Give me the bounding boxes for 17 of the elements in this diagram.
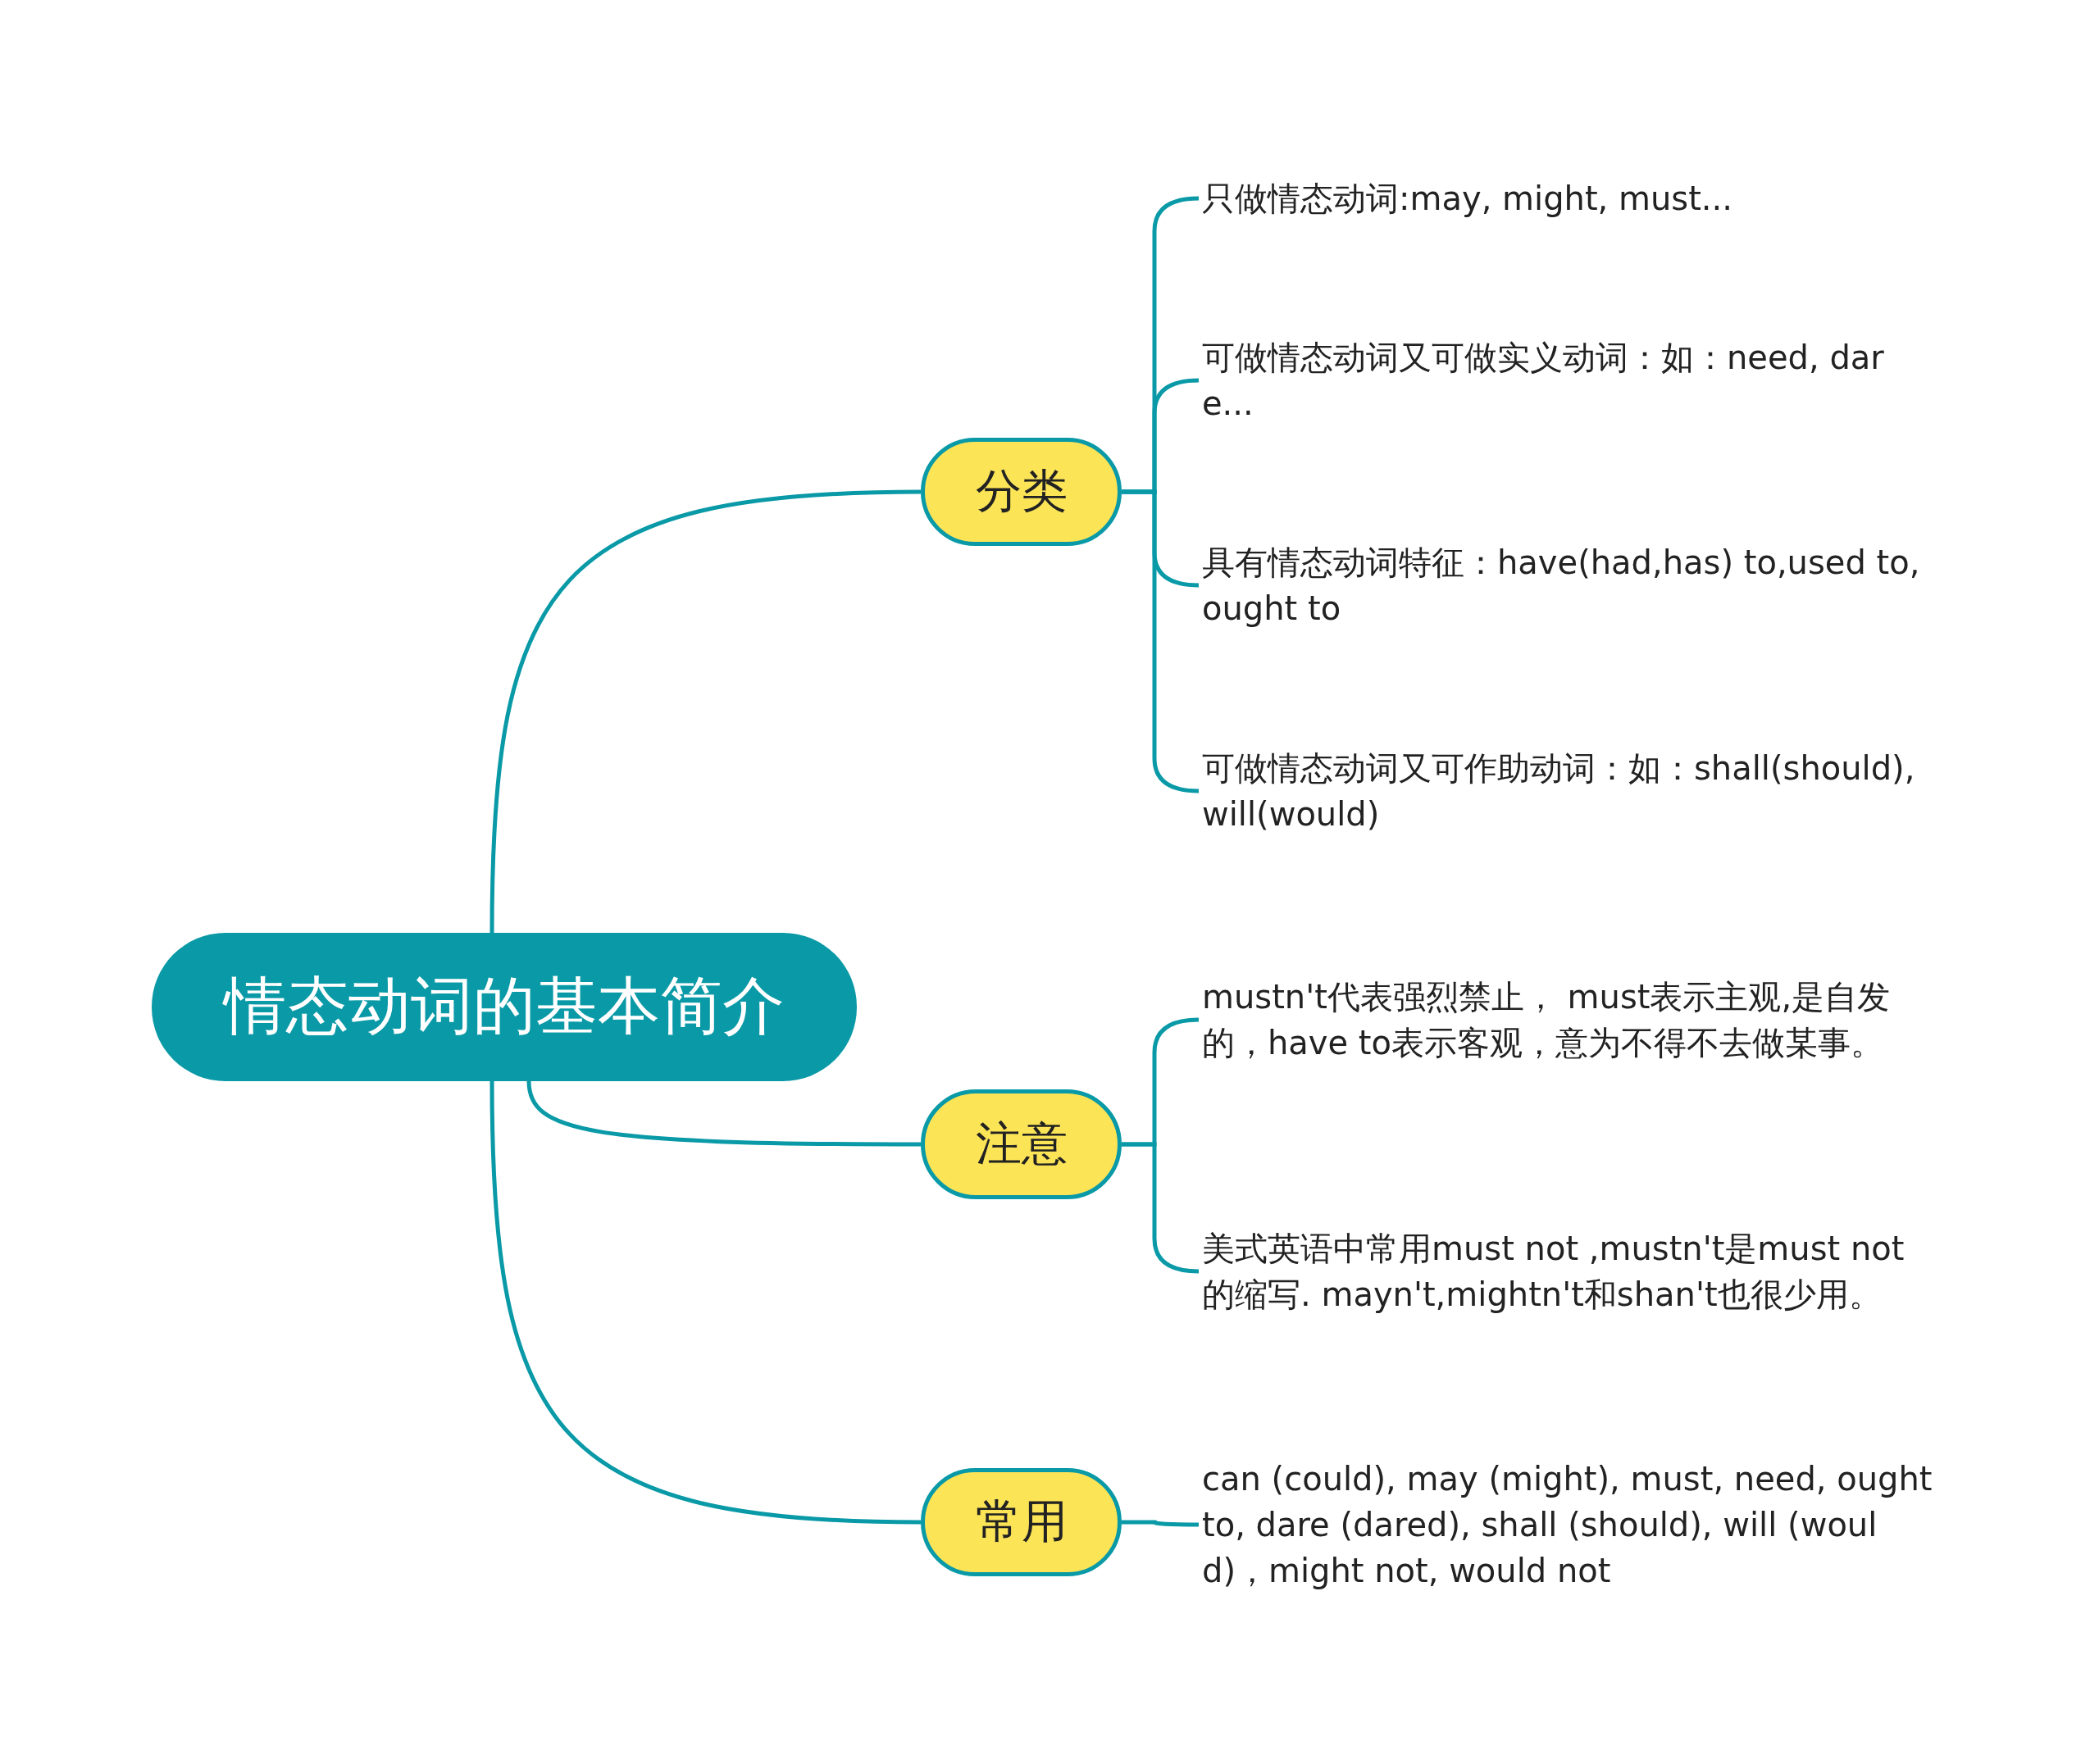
topic-text: 只做情态动词:may, might, must... [1202,175,1940,221]
topic-text: mustn't代表强烈禁止， must表示主观,是自发的，have to表示客观，意为不得不去做某事。 [1202,974,1924,1066]
connector-line [1122,1520,1199,1527]
connector-line [526,1080,921,1147]
connector-line [1122,1142,1200,1274]
topic-pill: 常用 [921,1468,1122,1576]
topic-text: 可做情态动词又可做实义动词：如：need, dare... [1202,334,1924,426]
connector-line [1122,489,1200,793]
topic-pill: 注意 [921,1089,1122,1199]
topic-text: 美式英语中常用must not ,mustn't是must not的缩写. mayn't,mightn't和shan't也很少用。 [1202,1225,1924,1317]
topic-text: 可做情态动词又可作助动词：如：shall(should),will(would) [1202,745,1924,837]
connector-line [489,489,922,934]
central-topic: 情态动词的基本简介 [152,933,857,1081]
connector-line [489,1080,922,1525]
topic-text: 具有情态动词特征：have(had,has) to,used to, ought to [1202,539,1924,631]
topic-pill: 分类 [921,438,1122,546]
topic-text: can (could), may (might), must, need, ought to, dare (dared), shall (should), will (would)，might not, would not [1202,1456,1940,1594]
